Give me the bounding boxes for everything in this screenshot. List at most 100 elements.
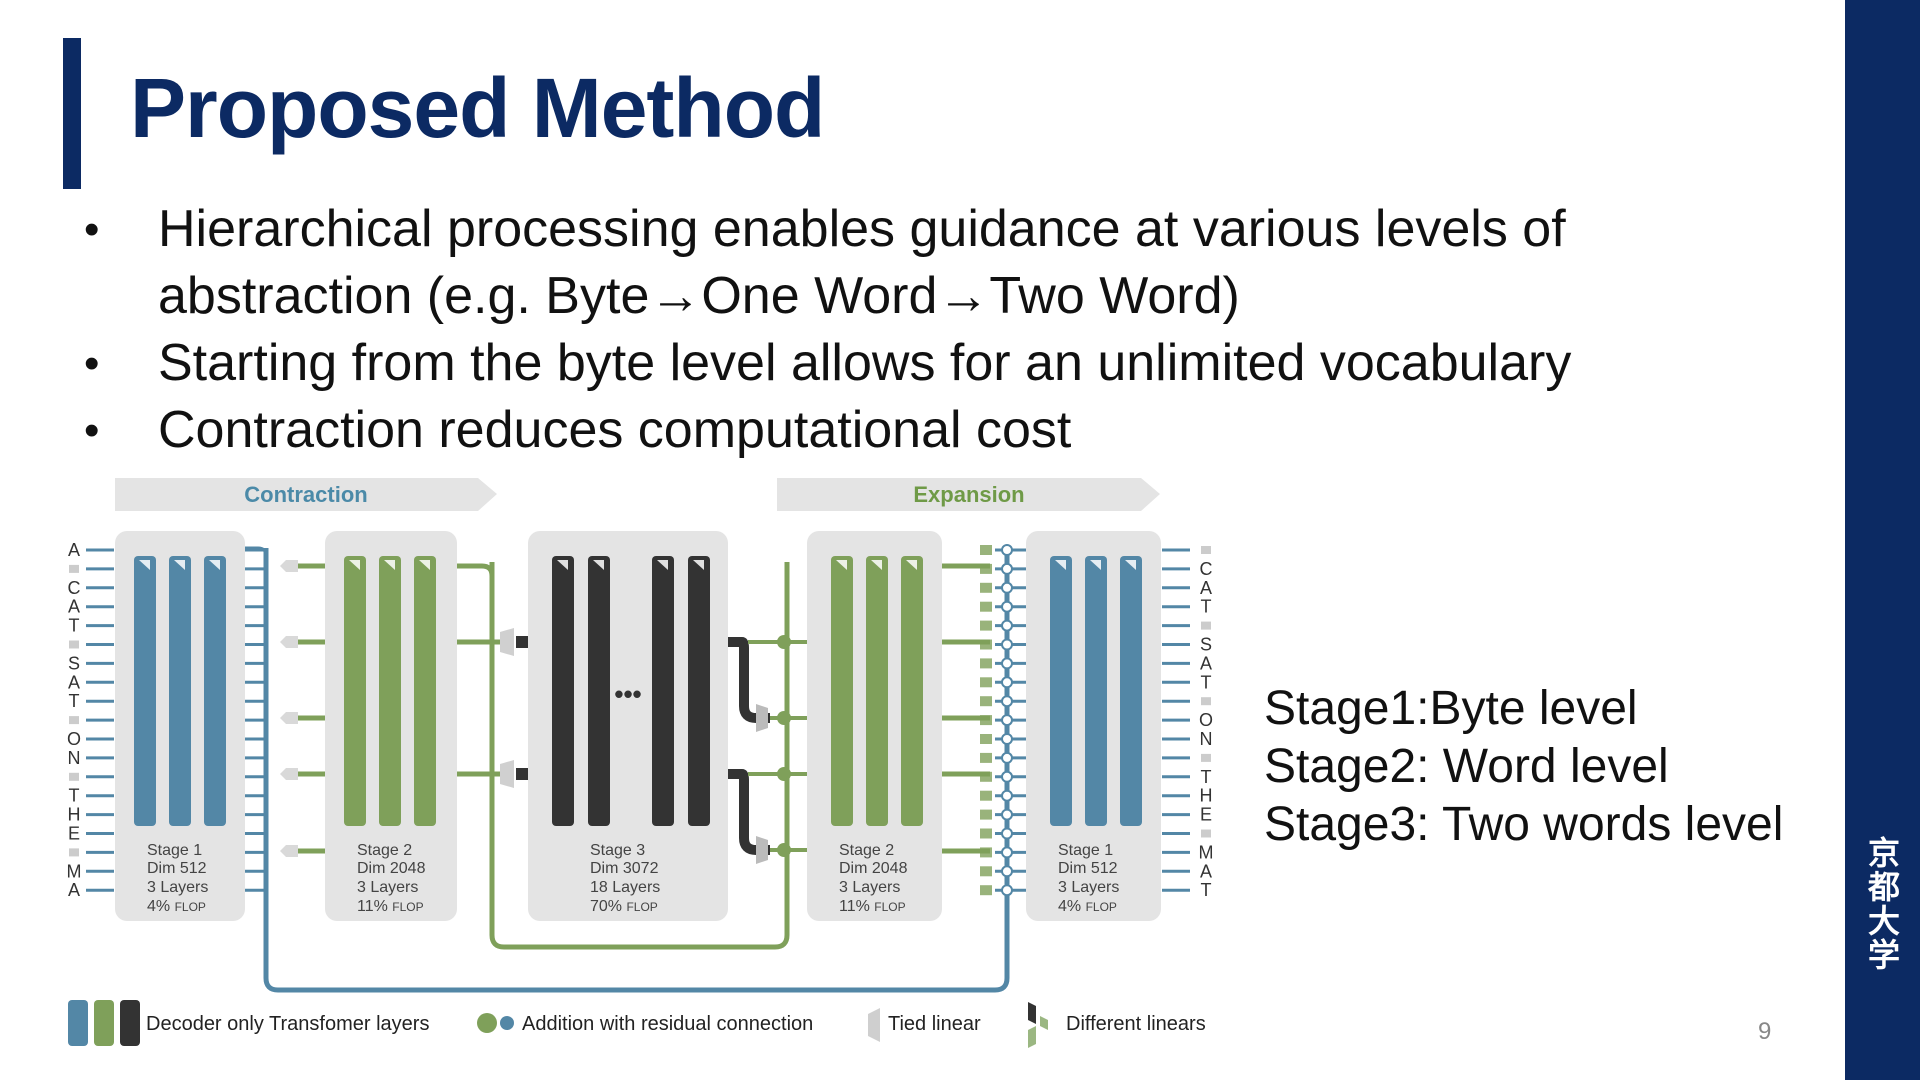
different-linear-marker — [980, 771, 992, 782]
transformer-layer-bar — [414, 556, 436, 826]
stage-note: Stage2: Word level — [1264, 740, 1669, 793]
stage-name: Stage 2 — [357, 842, 412, 859]
transformer-layer-bar — [588, 556, 610, 826]
bullet-text: Hierarchical processing enables guidance… — [158, 200, 1566, 325]
stage-dim: Dim 3072 — [590, 860, 659, 877]
transformer-layer-bar — [1050, 556, 1072, 826]
input-letter: T — [69, 616, 80, 636]
bullet-dot: • — [84, 205, 100, 254]
stage-panel — [528, 531, 728, 921]
transformer-layer-bar — [379, 556, 401, 826]
addition-node — [1001, 751, 1013, 764]
different-linear-marker — [980, 734, 992, 744]
stage-dim: Dim 512 — [147, 860, 207, 877]
bullet-dot: • — [84, 339, 100, 388]
transformer-layer-bar — [866, 556, 888, 826]
addition-node — [1001, 827, 1013, 840]
legend-plus-icon — [477, 1013, 497, 1033]
addition-node — [1001, 638, 1013, 651]
stage-layers: 3 Layers — [839, 879, 900, 896]
expansion-label: Expansion — [913, 482, 1024, 507]
bullet-text: Contraction reduces computational cost — [158, 401, 1072, 459]
univ-char: 学 — [1867, 936, 1900, 974]
contraction-arrow — [115, 478, 497, 511]
bullet-list: • Hierarchical processing enables guidanc… — [78, 196, 1818, 464]
stage1-bus — [245, 546, 268, 880]
input-space-mark — [69, 848, 79, 857]
different-linear-marker — [980, 620, 992, 631]
transformer-layer-bar — [552, 556, 574, 826]
addition-node — [1001, 657, 1013, 670]
output-letter: M — [1199, 842, 1214, 862]
layer-corner-mark — [209, 560, 220, 570]
addition-node — [1001, 695, 1013, 708]
input-letter: S — [68, 653, 80, 673]
bullet-item: • Hierarchical processing enables guidanc… — [78, 196, 1818, 330]
legend-layer-icon — [94, 1000, 114, 1046]
addition-node — [1001, 789, 1013, 802]
output-letter: N — [1200, 729, 1213, 749]
input-letter: A — [68, 880, 80, 900]
stage3-input-node — [516, 768, 528, 780]
university-strip — [1845, 0, 1920, 1080]
addition-node — [1001, 884, 1013, 897]
output-space-mark — [1201, 829, 1211, 838]
stage3-ellipsis: ••• — [614, 679, 641, 709]
input-letter: A — [68, 597, 80, 617]
legend-addition-label: Addition with residual connection — [522, 1013, 813, 1035]
output-space-mark — [1201, 621, 1211, 630]
stage-dim: Dim 2048 — [839, 860, 908, 877]
tied-linear-marker — [756, 836, 768, 864]
bullet-text: Starting from the byte level allows for … — [158, 334, 1572, 392]
university-name: 京 都 大 学 — [1866, 836, 1902, 972]
different-linear-marker — [980, 809, 992, 820]
stage-layers: 18 Layers — [590, 879, 660, 896]
layer-corner-mark — [1125, 560, 1136, 570]
tied-linear-marker — [756, 704, 768, 732]
legend-layer-icon — [120, 1000, 140, 1046]
stage-flop: 11% FLOP — [839, 898, 906, 915]
layer-corner-mark — [906, 560, 917, 570]
different-linear-marker — [980, 715, 992, 726]
stage-flop: 4% FLOP — [147, 898, 206, 915]
addition-node — [1001, 733, 1013, 745]
addition-node — [1001, 544, 1013, 556]
addition-node — [1001, 846, 1013, 859]
input-letter: A — [68, 672, 80, 692]
output-letter: E — [1200, 805, 1212, 825]
input-space-mark — [69, 640, 79, 649]
different-linear-marker — [980, 847, 992, 858]
layer-corner-mark — [657, 560, 668, 570]
layer-corner-mark — [419, 560, 430, 570]
stage-layers: 3 Layers — [357, 879, 418, 896]
stage-dim: Dim 512 — [1058, 860, 1118, 877]
output-letter: A — [1200, 578, 1212, 598]
stage-name: Stage 2 — [839, 842, 894, 859]
different-linear-marker — [980, 545, 992, 555]
stage-flop: 4% FLOP — [1058, 898, 1117, 915]
layer-corner-mark — [693, 560, 704, 570]
legend-plus-icon — [500, 1016, 514, 1030]
output-letter: T — [1201, 597, 1212, 617]
stage-notes: Stage1:Byte level Stage2: Word level Sta… — [1264, 680, 1783, 854]
different-linear-marker — [980, 885, 992, 896]
output-letter: S — [1200, 635, 1212, 655]
input-letter: M — [67, 861, 82, 881]
input-letter: T — [69, 786, 80, 806]
tied-linear-marker — [280, 636, 298, 648]
stage-note: Stage3: Two words level — [1264, 798, 1784, 851]
tied-linear-marker — [280, 768, 298, 780]
output-space-mark — [1201, 753, 1211, 762]
input-space-mark — [69, 772, 79, 781]
output-letter: T — [1201, 880, 1212, 900]
different-linear-marker — [980, 752, 992, 763]
different-linear-marker — [980, 677, 992, 688]
layer-corner-mark — [384, 560, 395, 570]
input-letter: O — [67, 729, 81, 749]
bullet-dot: • — [84, 406, 100, 455]
transformer-layer-bar — [652, 556, 674, 826]
output-letter: A — [1200, 653, 1212, 673]
transformer-layer-bar — [688, 556, 710, 826]
legend-different-icon — [1040, 1016, 1048, 1030]
